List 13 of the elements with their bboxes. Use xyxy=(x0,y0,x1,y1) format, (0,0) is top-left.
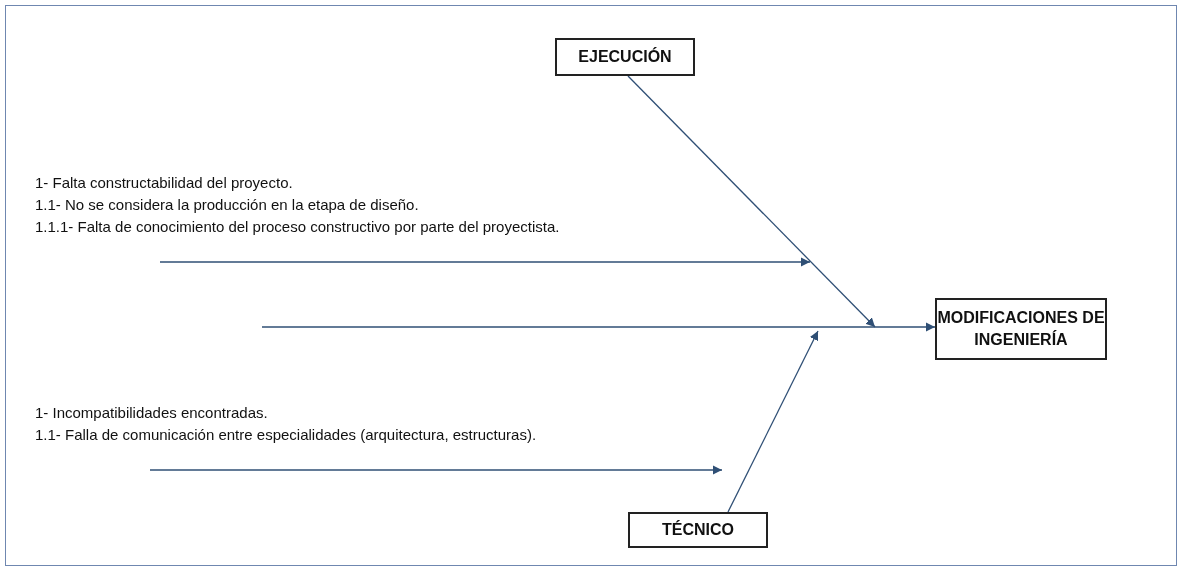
arrow xyxy=(159,257,811,267)
cause-line: 1.1- Falla de comunicación entre especialidades (arquitectura, estructuras). xyxy=(35,425,538,445)
cause-line: 1.1- No se considera la producción en la etapa de diseño. xyxy=(35,195,420,215)
arrow xyxy=(627,75,876,328)
cause-line: 1- Falta constructabilidad del proyecto. xyxy=(35,173,294,193)
effect-box: MODIFICACIONES DE INGENIERÍA xyxy=(935,298,1107,360)
cause-line: 1.1.1- Falta de conocimiento del proceso constructivo por parte del proyectista. xyxy=(35,217,561,237)
category-box: EJECUCIÓN xyxy=(555,38,695,76)
arrow xyxy=(261,322,936,332)
cause-line: 1- Incompatibilidades encontradas. xyxy=(35,403,269,423)
category-box: TÉCNICO xyxy=(628,512,768,548)
arrow xyxy=(149,465,723,475)
arrow xyxy=(727,330,819,513)
